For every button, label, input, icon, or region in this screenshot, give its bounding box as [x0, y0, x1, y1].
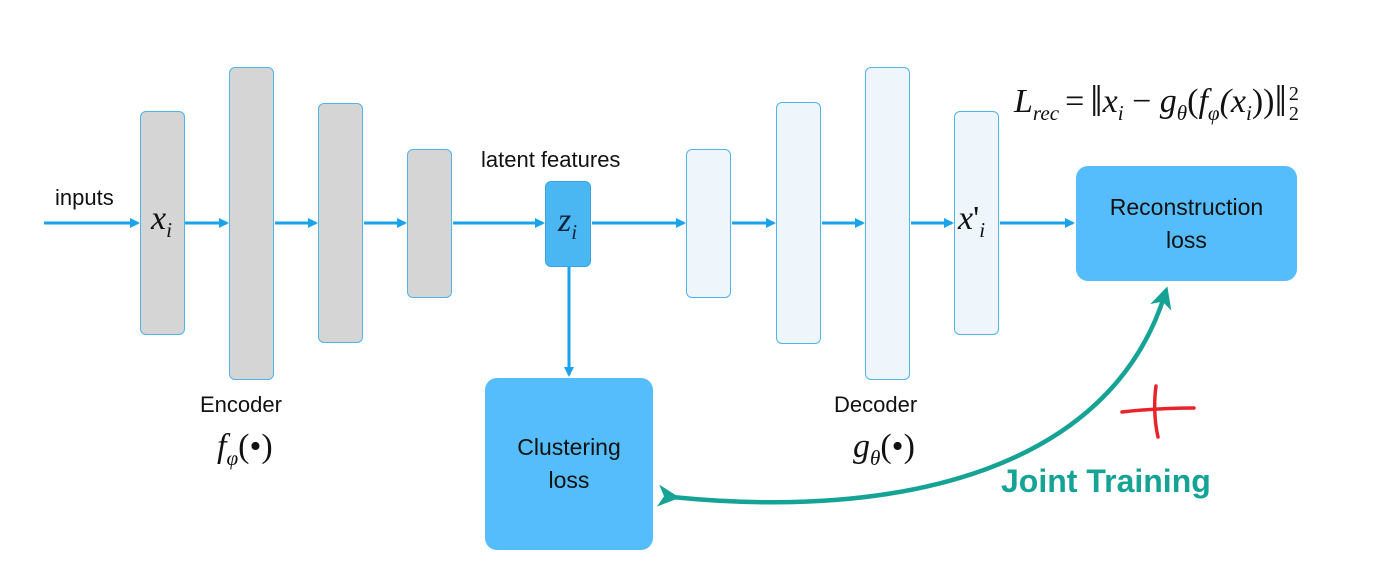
decoder-label: Decoder — [834, 392, 918, 417]
loss-f-sub: φ — [1207, 100, 1220, 125]
loss-g: g — [1159, 83, 1177, 120]
loss-paren-open: ( — [1187, 83, 1199, 120]
reconstruction-loss-box: Reconstruction loss — [1076, 166, 1297, 281]
x-prime-var: x — [958, 200, 974, 237]
latent-layer — [545, 181, 591, 267]
loss-inner: (x — [1219, 83, 1246, 120]
encoder-layer-2 — [229, 67, 274, 380]
decoder-fn-sub: θ — [870, 445, 881, 470]
x-i-symbol: xi — [151, 200, 172, 243]
red-plus-mark — [1120, 384, 1196, 439]
loss-L: L — [1014, 83, 1033, 120]
encoder-label: Encoder — [200, 392, 282, 417]
x-prime-mark: ' — [973, 200, 980, 237]
joint-training-label: Joint Training — [1001, 463, 1211, 499]
z-i-var: z — [558, 202, 572, 239]
encoder-function: fφ(•) — [217, 428, 273, 471]
decoder-fn-arg: (•) — [880, 428, 915, 465]
clustering-loss-box: Clustering loss — [485, 378, 653, 550]
loss-minus: − — [1123, 83, 1160, 120]
loss-close: )) — [1251, 83, 1275, 120]
encoder-fn-arg: (•) — [238, 428, 273, 465]
loss-xi: x — [1102, 83, 1118, 120]
latent-features-label: latent features — [481, 147, 621, 172]
loss-open-norm: ‖ — [1090, 77, 1103, 126]
loss-norm-sub: 2 — [1288, 103, 1299, 126]
decoder-layer-output — [954, 111, 999, 335]
x-prime-sub: i — [979, 217, 986, 242]
z-i-symbol: zi — [558, 202, 577, 245]
decoder-layer-1 — [686, 149, 731, 298]
loss-equals: = — [1065, 83, 1085, 120]
loss-xi-sub: i — [1117, 100, 1124, 125]
encoder-layer-input — [140, 111, 185, 335]
encoder-fn-sub: φ — [226, 445, 239, 470]
x-prime-i-symbol: x'i — [958, 200, 985, 243]
decoder-layer-3 — [865, 67, 910, 380]
x-i-sub: i — [166, 217, 172, 242]
encoder-fn-var: f — [217, 428, 227, 465]
loss-inner-sub: i — [1245, 100, 1252, 125]
loss-L-sub: rec — [1032, 100, 1060, 125]
loss-close-norm: ‖ — [1274, 77, 1287, 126]
z-i-sub: i — [571, 219, 578, 244]
loss-f: f — [1198, 83, 1208, 120]
x-i-var: x — [151, 200, 167, 237]
loss-norm-sup: 2 — [1288, 83, 1299, 106]
joint-training-arc — [656, 286, 1172, 507]
encoder-layer-4 — [407, 149, 452, 298]
decoder-function: gθ(•) — [853, 428, 915, 471]
decoder-layer-2 — [776, 102, 821, 344]
inputs-label: inputs — [55, 185, 114, 210]
loss-g-sub: θ — [1176, 100, 1188, 125]
encoder-layer-3 — [318, 103, 363, 343]
decoder-fn-var: g — [853, 428, 870, 465]
